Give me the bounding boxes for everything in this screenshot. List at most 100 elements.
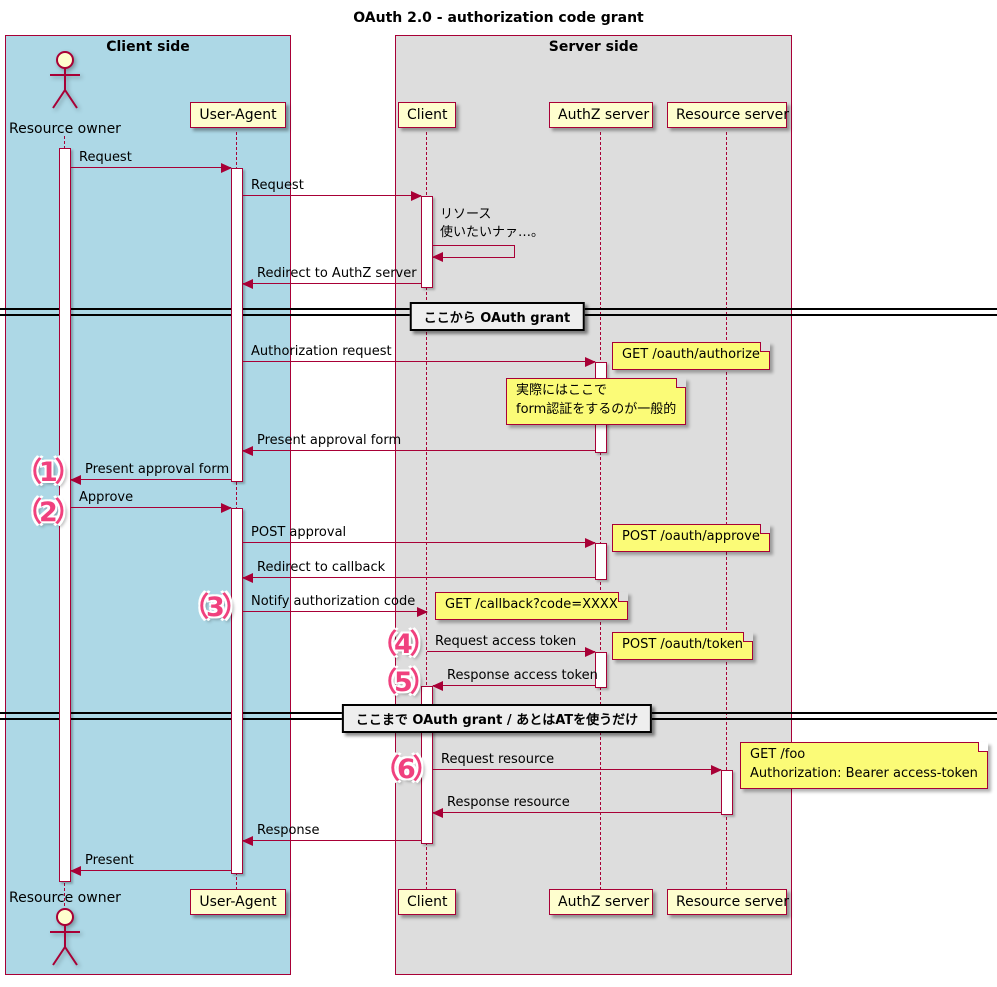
activation-resource-owner [59, 148, 71, 882]
message-label: Response [257, 823, 320, 838]
arrow-line [71, 870, 231, 871]
group-server-side-header: Server side [548, 39, 639, 55]
message-present-approval-form-owner: Present approval form [70, 460, 231, 485]
arrow-line [433, 769, 721, 770]
diagram-title: OAuth 2.0 - authorization code grant [353, 10, 644, 26]
arrowhead-left-icon [432, 681, 443, 691]
participant-client-bottom: Client [398, 889, 456, 915]
step-5-label: （5） [370, 667, 437, 698]
note-fold-icon [743, 632, 754, 642]
lifeline-resource-server [726, 132, 727, 890]
note-get-foo-bearer: GET /foo Authorization: Bearer access-to… [740, 742, 988, 789]
message-label: Request [79, 150, 132, 165]
self-arrow-bottom [432, 252, 515, 262]
message-label: Present approval form [257, 433, 402, 448]
note-fold-icon [759, 524, 770, 534]
message-label: Notify authorization code [251, 594, 416, 609]
lifeline-client [426, 132, 427, 890]
divider-end-label: ここまで OAuth grant / あとはATを使うだけ [341, 704, 653, 733]
step-6-label: （6） [373, 754, 440, 785]
arrow-line [243, 542, 595, 543]
arrow-line [71, 167, 231, 168]
activation-authz-2 [595, 543, 607, 580]
actor-icon [50, 908, 80, 966]
message-authorization-request: Authorization request [243, 342, 596, 367]
arrowhead-right-icon [411, 191, 422, 201]
note-get-callback-code: GET /callback?code=XXXX [435, 592, 628, 620]
message-label: Response resource [447, 795, 570, 810]
message-label: Redirect to AuthZ server [257, 266, 417, 281]
arrowhead-left-icon [242, 279, 253, 289]
step-3-label: （3） [182, 592, 249, 623]
message-redirect-callback: Redirect to callback [242, 558, 595, 583]
activation-resource-server [721, 770, 733, 815]
message-present: Present [70, 851, 231, 876]
note-fold-icon [676, 378, 687, 388]
self-arrow-side [514, 245, 515, 257]
arrow-line [433, 685, 595, 686]
message-response: Response [242, 821, 421, 846]
participant-client-top: Client [398, 102, 456, 128]
participant-resource-server-top: Resource server [667, 102, 789, 128]
participant-resource-owner-top: Resource owner [9, 121, 121, 137]
note-fold-icon [977, 742, 988, 752]
note-text: GET /oauth/authorize [622, 347, 760, 362]
activation-authz-3 [595, 652, 607, 688]
note-post-oauth-approve: POST /oauth/approve [612, 524, 770, 552]
arrow-line [433, 812, 721, 813]
step-4-label: （4） [370, 629, 437, 660]
arrow-line [427, 651, 595, 652]
message-label: Authorization request [251, 344, 392, 359]
arrowhead-left-icon [242, 573, 253, 583]
message-label: Present [85, 853, 134, 868]
arrow-line [243, 361, 595, 362]
participant-user-agent-bottom: User-Agent [190, 889, 286, 915]
message-request-access-token: Request access token [427, 632, 596, 657]
note-text-line1: 実際にはここで [516, 383, 608, 398]
participant-authz-server-bottom: AuthZ server [549, 889, 653, 915]
message-redirect-authz: Redirect to AuthZ server [242, 264, 421, 289]
arrow-line [243, 195, 421, 196]
message-response-resource: Response resource [432, 793, 721, 818]
message-notify-code: Notify authorization code [243, 592, 428, 617]
message-present-approval-form-ua: Present approval form [242, 431, 595, 456]
message-request-owner: Request [71, 148, 232, 173]
step-2-label: （2） [15, 497, 82, 528]
message-label: Redirect to callback [257, 560, 386, 575]
message-label: Response access token [447, 668, 598, 683]
arrow-line [71, 479, 231, 480]
participant-resource-owner-bottom: Resource owner [9, 890, 121, 906]
note-get-oauth-authorize: GET /oauth/authorize [612, 342, 770, 370]
participant-resource-server-bottom: Resource server [667, 889, 789, 915]
message-label: Request [251, 178, 304, 193]
arrowhead-left-icon [242, 836, 253, 846]
arrowhead-right-icon [221, 163, 232, 173]
self-message-line1: リソース [440, 207, 492, 222]
arrowhead-right-icon [711, 765, 722, 775]
divider-start-label: ここから OAuth grant [409, 302, 585, 331]
arrowhead-right-icon [585, 357, 596, 367]
message-request-ua: Request [243, 176, 422, 201]
arrowhead-left-icon [432, 252, 443, 262]
lifeline-authz-server [600, 132, 601, 890]
arrowhead-right-icon [585, 647, 596, 657]
activation-user-agent-1 [231, 168, 243, 482]
note-text: POST /oauth/token [622, 637, 744, 652]
message-label: Request access token [435, 634, 577, 649]
activation-client-1 [421, 196, 433, 288]
message-label: Request resource [441, 752, 555, 767]
arrow-line [243, 840, 421, 841]
message-label: Approve [79, 490, 134, 505]
arrowhead-right-icon [585, 538, 596, 548]
arrow-line [243, 283, 421, 284]
participant-authz-server-top: AuthZ server [549, 102, 653, 128]
message-response-access-token: Response access token [432, 666, 598, 691]
self-arrow-top [433, 245, 515, 246]
participant-user-agent-top: User-Agent [190, 102, 286, 128]
arrowhead-left-icon [432, 808, 443, 818]
arrowhead-left-icon [242, 446, 253, 456]
actor-icon [50, 51, 80, 109]
group-server-side: Server side [395, 35, 792, 975]
activation-user-agent-2 [231, 508, 243, 874]
